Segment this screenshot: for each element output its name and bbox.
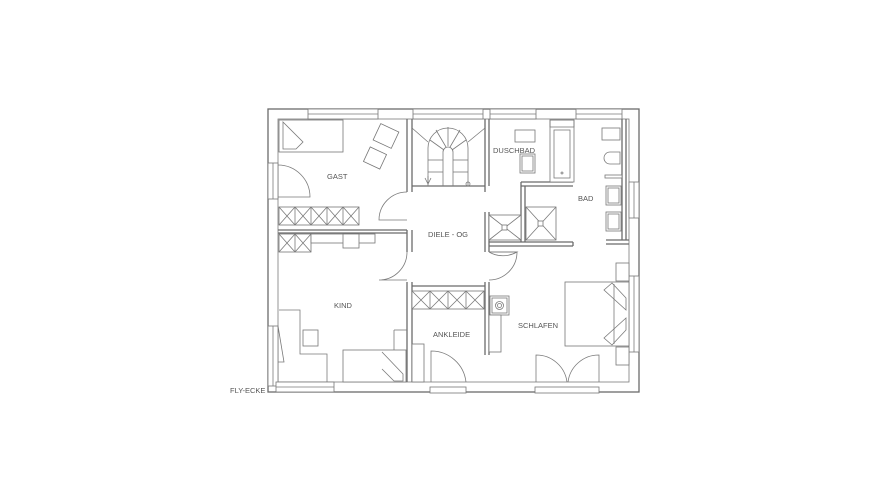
room-label-bad: BAD: [578, 194, 594, 203]
bad-fixtures: [488, 127, 623, 241]
corner-label: FLY-ECKE: [230, 386, 265, 395]
windows: [267, 108, 640, 394]
staircase: [411, 127, 486, 187]
duschbad-fixtures: [514, 119, 575, 183]
room-label-gast: GAST: [327, 172, 348, 181]
room-labels: GAST DUSCHBAD BAD DIELE - OG KIND ANKLEI…: [230, 146, 594, 395]
room-label-kind: KIND: [334, 301, 353, 310]
room-label-duschbad: DUSCHBAD: [493, 146, 536, 155]
ankleide-furniture: [411, 290, 485, 383]
room-label-diele: DIELE - OG: [428, 230, 468, 239]
room-label-schlafen: SCHLAFEN: [518, 321, 558, 330]
room-label-ankleide: ANKLEIDE: [433, 330, 470, 339]
hall-door-arcs: [378, 191, 519, 281]
schlafen-furniture: [488, 262, 630, 383]
kind-furniture: [277, 233, 407, 383]
gast-furniture: [277, 119, 400, 226]
